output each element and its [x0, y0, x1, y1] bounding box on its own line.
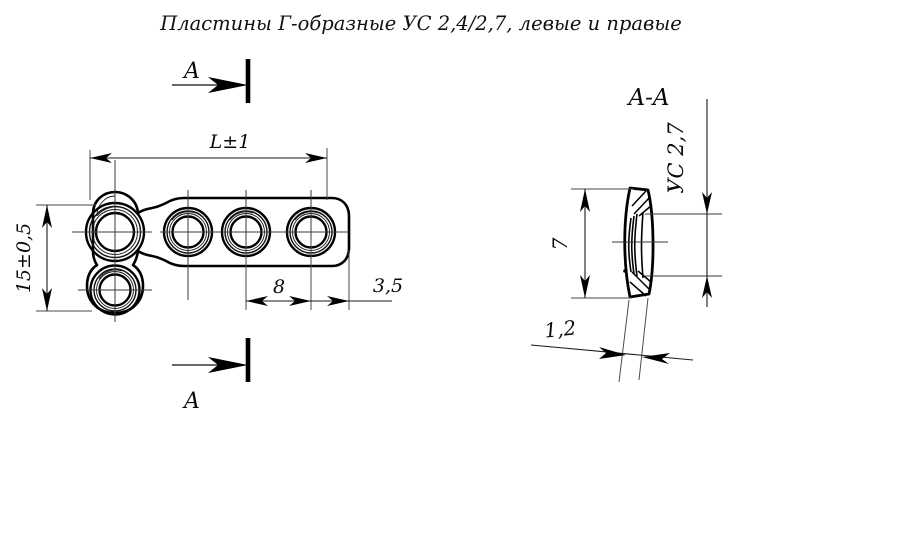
dimension-edge-offset: 3,5 [311, 250, 403, 310]
section-hatching-bottom [629, 270, 652, 297]
dimension-section-height: 7 [548, 188, 634, 299]
plan-view: L±1 15±0,5 8 3,5 [13, 59, 403, 414]
dimension-edge-offset-label: 3,5 [373, 275, 403, 297]
section-marker-bottom: A [172, 338, 251, 414]
dimension-screw-label: УС 2,7 [664, 122, 688, 194]
dimension-section-height-label: 7 [548, 237, 572, 250]
dimension-pitch: 8 [245, 240, 312, 310]
section-bore-wall-inner [630, 215, 635, 275]
section-view: A-A 7 [530, 85, 722, 383]
dimension-pitch-label: 8 [273, 276, 285, 298]
dimension-thickness: 1,2 [530, 297, 694, 383]
section-bore-wall-right [633, 213, 638, 277]
section-bore-wall-left [627, 217, 632, 273]
dimension-length-label: L±1 [209, 131, 251, 153]
section-bore-wall-mid [640, 211, 644, 279]
section-marker-bottom-label: A [182, 389, 200, 414]
dimension-length: L±1 [89, 131, 328, 200]
dimension-width-label: 15±0,5 [13, 223, 35, 293]
section-profile-outline [623, 186, 655, 299]
section-view-title: A-A [627, 85, 670, 111]
dimension-thickness-label: 1,2 [543, 315, 577, 342]
dimension-screw: УС 2,7 [664, 99, 712, 307]
section-locating-dot [623, 269, 627, 273]
section-hatching-top [631, 190, 653, 217]
section-marker-top-label: A [182, 59, 200, 84]
dimension-width: 15±0,5 [13, 204, 96, 312]
section-marker-top: A [172, 59, 251, 103]
drawing-title: Пластины Г-образные УС 2,4/2,7, левые и … [159, 12, 682, 35]
